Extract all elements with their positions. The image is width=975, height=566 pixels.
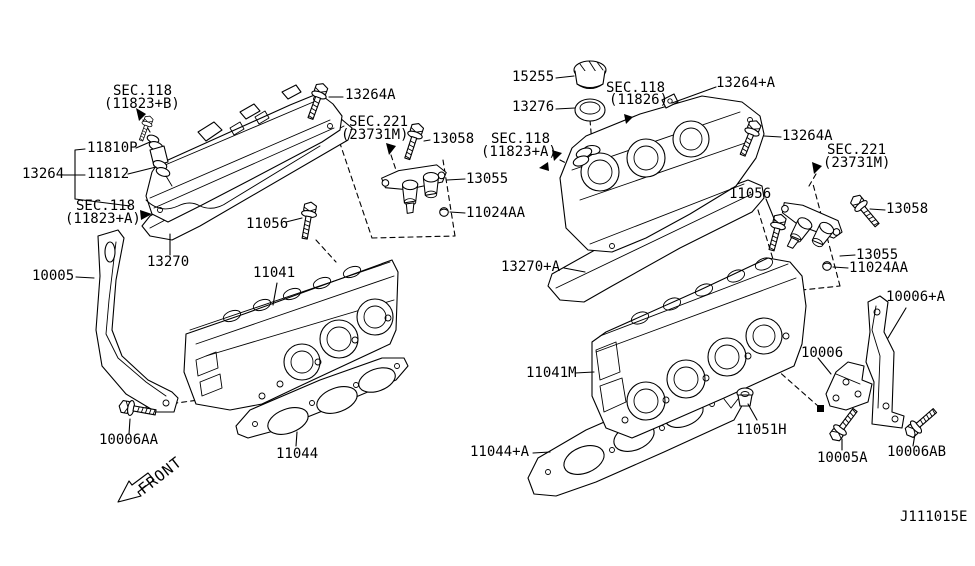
callout-sec118-l-2: (11823+A) — [65, 211, 141, 227]
diagram-code: J111015E — [900, 509, 968, 525]
callout-15255: 15255 — [512, 69, 555, 85]
right-valve-cover-13264pa — [559, 93, 765, 253]
callout-11056-left: 11056 — [246, 216, 289, 232]
callout-13264pa: 13264+A — [716, 75, 776, 91]
right-rocker-cover-gasket-13270pa — [547, 179, 765, 303]
left-ignition-coil-13055 — [381, 164, 449, 217]
callout-10005: 10005 — [32, 268, 75, 284]
left-cylinder-head-11041 — [183, 259, 399, 411]
left-head-gasket-11044 — [235, 357, 409, 439]
plug-11051h — [723, 387, 754, 409]
callout-sec118-l-1: SEC.118 — [76, 198, 136, 214]
bolt-11056-left — [296, 200, 320, 241]
callout-10006ab: 10006AB — [887, 444, 947, 460]
right-cylinder-head-11041m — [591, 257, 807, 439]
callout-11044pa: 11044+A — [470, 444, 530, 460]
callout-10006aa: 10006AA — [99, 432, 159, 448]
callout-sec118-11826-1: SEC.118 — [606, 80, 666, 96]
callout-13264: 13264 — [22, 166, 65, 182]
callout-11024aa-left: 11024AA — [466, 205, 526, 221]
heater-bracket-10006 — [817, 361, 873, 412]
callout-11024aa-right: 11024AA — [849, 260, 909, 276]
filler-cap-oring-13276 — [574, 98, 606, 122]
callout-13270: 13270 — [147, 254, 190, 270]
callout-13264a-right: 13264A — [782, 128, 833, 144]
callout-13276: 13276 — [512, 99, 555, 115]
callout-13055-left: 13055 — [466, 171, 509, 187]
callout-11812: 11812 — [87, 166, 130, 182]
callout-sec118-11826-2: (11826) — [609, 92, 669, 108]
left-leader-lines — [63, 96, 466, 447]
callout-sec221-l-1: SEC.221 — [349, 114, 409, 130]
bolt-13058-right — [846, 191, 884, 231]
callout-13055-right: 13055 — [856, 247, 899, 263]
callout-sec221-r-2: (23731M) — [823, 155, 891, 171]
callout-sec221-l-2: (23731M) — [341, 127, 409, 143]
left-valve-cover-13264 — [145, 84, 343, 223]
callout-11041: 11041 — [253, 265, 296, 281]
bolt-10006ab — [901, 404, 941, 442]
callout-11044: 11044 — [276, 446, 319, 462]
callout-sec118-b-1: SEC.118 — [113, 83, 173, 99]
callout-13264a-left: 13264A — [345, 87, 396, 103]
callout-10006: 10006 — [801, 345, 844, 361]
callout-sec118-b-2: (11823+B) — [104, 96, 180, 112]
oil-filler-cap-15255 — [573, 60, 607, 90]
callout-11810p: 11810P — [87, 140, 138, 156]
callout-13058-right: 13058 — [886, 201, 929, 217]
callout-sec118-m-2: (11823+A) — [481, 144, 557, 160]
bolt-10005a — [826, 404, 862, 445]
callout-sec221-r-1: SEC.221 — [827, 142, 887, 158]
callout-10006pa: 10006+A — [886, 289, 946, 305]
engine-slinger-10006pa — [865, 295, 905, 429]
callout-11041m: 11041M — [526, 365, 577, 381]
callout-sec118-m-1: SEC.118 — [491, 131, 551, 147]
callout-11051h: 11051H — [736, 422, 787, 438]
callout-11056-right: 11056 — [729, 186, 772, 202]
left-plug-seal-parts — [135, 113, 173, 187]
front-direction-arrow — [117, 472, 155, 503]
callout-13270pa: 13270+A — [501, 259, 561, 275]
bolt-11056-right — [763, 211, 789, 253]
callout-10005a: 10005A — [817, 450, 868, 466]
right-leader-lines — [532, 75, 916, 454]
left-slinger-bracket-10005 — [95, 229, 179, 413]
callout-13058-left: 13058 — [432, 131, 475, 147]
